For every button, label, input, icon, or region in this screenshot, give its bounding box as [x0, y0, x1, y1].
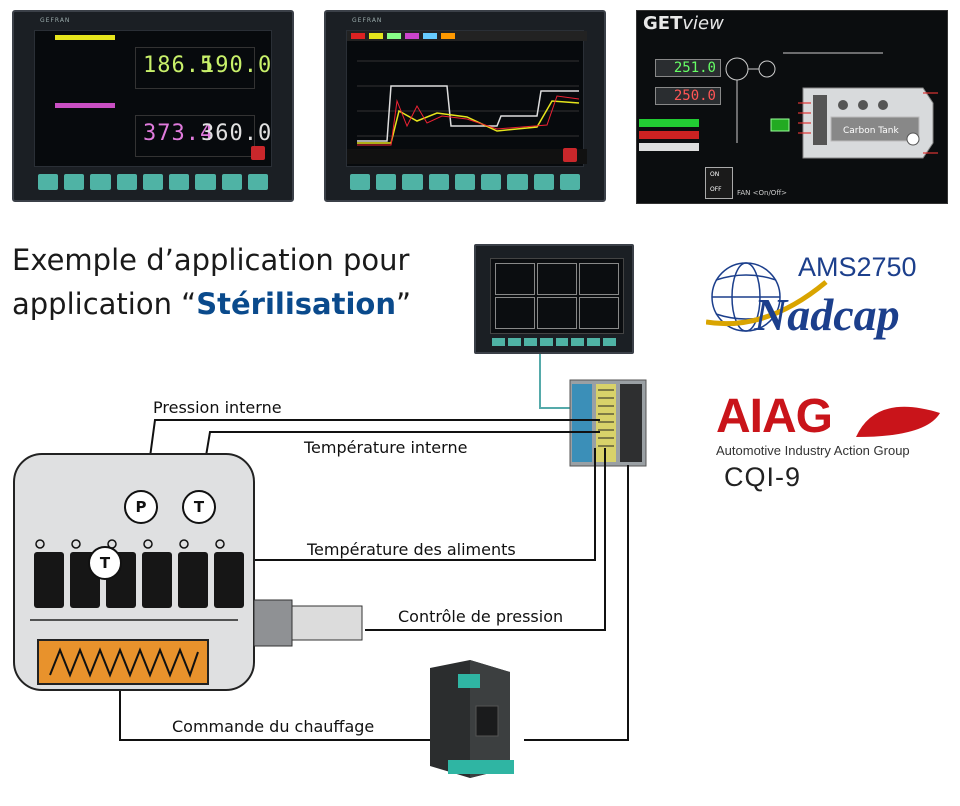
temperature-sensor-internal: T — [182, 490, 216, 524]
menu-tile[interactable] — [537, 263, 577, 295]
function-keys[interactable] — [492, 338, 616, 346]
status-bar-white — [639, 143, 699, 151]
aiag-swoosh-icon — [856, 406, 940, 437]
cqi-label: CQI-9 — [724, 462, 802, 492]
sp-bottom: 360.0 — [201, 121, 273, 146]
heading-line-1: Exemple d’application pour — [12, 243, 410, 277]
display-box-bottom — [135, 115, 255, 157]
hmi-controller-panel-1: GEFRAN 186.5 190.0 373.4 360.0 — [12, 10, 294, 202]
hmi-controller-panel-2: GEFRAN — [324, 10, 606, 202]
sp-top: 190.0 — [201, 53, 273, 78]
label-controle-pression: Contrôle de pression — [398, 607, 564, 626]
menu-tile[interactable] — [579, 263, 619, 295]
display-box-top — [135, 47, 255, 89]
pressure-valve-pipe — [253, 599, 363, 647]
menu-tile[interactable] — [495, 263, 535, 295]
status-bar-red — [639, 131, 699, 139]
brand-label: GEFRAN — [352, 17, 383, 24]
svg-text:Carbon Tank: Carbon Tank — [843, 126, 900, 136]
nadcap-wordmark: Nadcap — [754, 289, 900, 340]
comm-link — [539, 354, 570, 409]
getview-logo: GETview — [643, 13, 724, 34]
brand-label: GEFRAN — [40, 17, 71, 24]
power-controller — [430, 660, 514, 778]
off-label: OFF — [710, 186, 722, 193]
aiag-logo: AIAG Automotive Industry Action Group CQ… — [716, 393, 940, 493]
pv-bottom: 373.4 — [143, 121, 215, 146]
heading-line-2: application “Stérilisation” — [12, 287, 411, 321]
stop-button[interactable] — [563, 148, 577, 162]
temperature-sensor-food: T — [88, 546, 122, 580]
heater-coil — [49, 647, 199, 678]
function-keys[interactable] — [350, 174, 580, 190]
io-module — [569, 379, 647, 467]
nadcap-logo: AMS2750 Nadcap — [706, 252, 946, 352]
on-off-switch[interactable]: ON OFF — [705, 167, 733, 199]
ams-label: AMS2750 — [798, 252, 917, 282]
menu-tile[interactable] — [579, 297, 619, 329]
hmi-menu-screen — [490, 258, 624, 334]
globe-icon — [706, 262, 828, 332]
label-pression-interne: Pression interne — [153, 398, 282, 417]
hmi-menu-panel — [474, 244, 634, 354]
menu-tile[interactable] — [495, 297, 535, 329]
trend-plot — [347, 31, 587, 164]
fan-label: FAN <On/Off> — [737, 189, 788, 197]
hmi-screen: 186.5 190.0 373.4 360.0 — [34, 30, 272, 167]
mid-bar — [55, 103, 115, 108]
hmi-trend-screen — [346, 30, 587, 167]
aiag-subtitle: Automotive Industry Action Group — [716, 443, 910, 458]
top-bar — [55, 35, 115, 40]
label-temperature-interne: Température interne — [304, 438, 468, 457]
stop-button[interactable] — [251, 146, 265, 160]
pv-top: 186.5 — [143, 53, 215, 78]
function-keys[interactable] — [38, 174, 268, 190]
on-label: ON — [710, 171, 720, 178]
getview-supervision-screen: GETview 251.0 250.0 Carbon Tank ON OFF F… — [636, 10, 948, 204]
value-box-red: 250.0 — [655, 87, 721, 105]
value-box-green: 251.0 — [655, 59, 721, 77]
heading-highlight: Stérilisation — [196, 287, 396, 321]
status-bar-green — [639, 119, 699, 127]
menu-tile[interactable] — [537, 297, 577, 329]
food-jars — [34, 539, 244, 608]
heater-element — [37, 639, 209, 685]
label-temperature-aliments: Température des aliments — [307, 540, 516, 559]
pressure-sensor: P — [124, 490, 158, 524]
process-schematic: Carbon Tank — [725, 52, 938, 159]
label-commande-chauffage: Commande du chauffage — [172, 717, 375, 736]
page-heading: Exemple d’application pour application “… — [12, 238, 411, 326]
aiag-wordmark: AIAG — [716, 390, 833, 443]
